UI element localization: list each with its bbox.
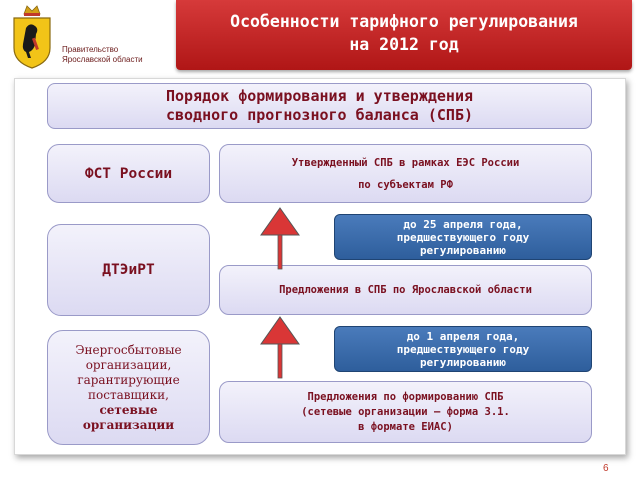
deadline-april-1-box: до 1 апреля года, предшествующего году р…	[334, 326, 592, 372]
page-number: 6	[603, 463, 609, 474]
title-banner	[176, 0, 632, 70]
org-dteirt-box: ДТЭиРТ	[47, 224, 210, 316]
org-fst-box: ФСТ России	[47, 144, 210, 203]
coat-of-arms-icon	[13, 5, 51, 69]
approved-spb-box: Утвержденный СПБ в рамках ЕЭС России по …	[219, 144, 592, 203]
region-proposals-box: Предложения в СПБ по Ярославской области	[219, 265, 592, 315]
up-arrow-icon	[260, 207, 300, 270]
spb-proposals-box: Предложения по формированию СПБ (сетевые…	[219, 381, 592, 443]
org-energy-box: Энергосбытовые организации, гарантирующи…	[47, 330, 210, 445]
up-arrow-icon	[260, 316, 300, 379]
diagram-title-box: Порядок формирования и утверждения сводн…	[47, 83, 592, 129]
government-label: Правительство Ярославской области	[62, 45, 143, 64]
deadline-april-25-box: до 25 апреля года, предшествующего году …	[334, 214, 592, 260]
page-title: Особенности тарифного регулирования на 2…	[230, 12, 578, 54]
